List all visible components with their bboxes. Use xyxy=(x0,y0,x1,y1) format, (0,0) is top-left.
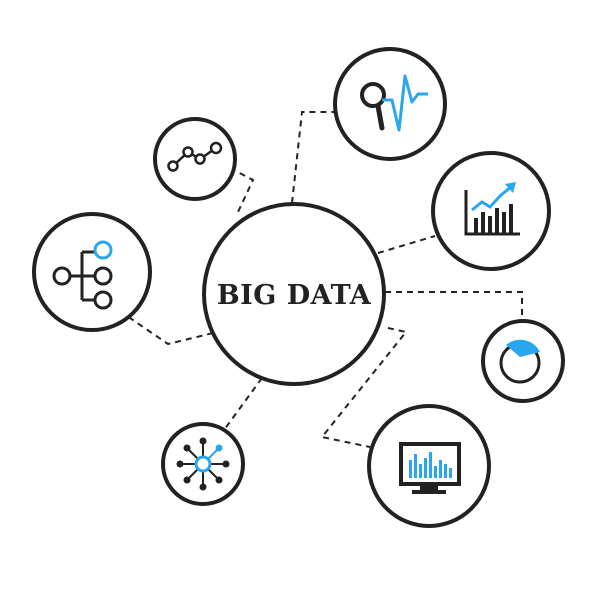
hierarchy-tree-icon xyxy=(52,240,113,310)
network-hub-icon xyxy=(176,437,230,491)
node-trend-chart xyxy=(431,151,551,271)
node-monitor-chart xyxy=(367,404,491,528)
connector-hierarchy-tree xyxy=(129,317,214,346)
magnifier-waveform-icon xyxy=(360,74,428,132)
connectors xyxy=(129,111,523,448)
connected-dots-icon xyxy=(167,141,223,172)
center-node: BIG DATA xyxy=(202,202,386,386)
connector-connected-dots xyxy=(229,167,255,213)
rising-bar-chart-icon xyxy=(464,182,520,236)
node-connected-dots xyxy=(153,117,237,201)
monitor-bar-chart-icon xyxy=(399,442,461,494)
connector-search-analytics xyxy=(291,111,336,204)
node-pie-chart xyxy=(481,319,565,403)
connector-trend-chart xyxy=(377,235,436,254)
connector-monitor-chart xyxy=(320,327,408,448)
node-hierarchy-tree xyxy=(32,212,152,332)
center-label: BIG DATA xyxy=(217,280,372,311)
connector-pie-chart xyxy=(385,291,523,322)
node-network-hub xyxy=(161,422,245,506)
pie-chart-icon xyxy=(499,339,541,384)
connector-network-hub xyxy=(223,377,263,431)
node-search-analytics xyxy=(333,47,447,161)
